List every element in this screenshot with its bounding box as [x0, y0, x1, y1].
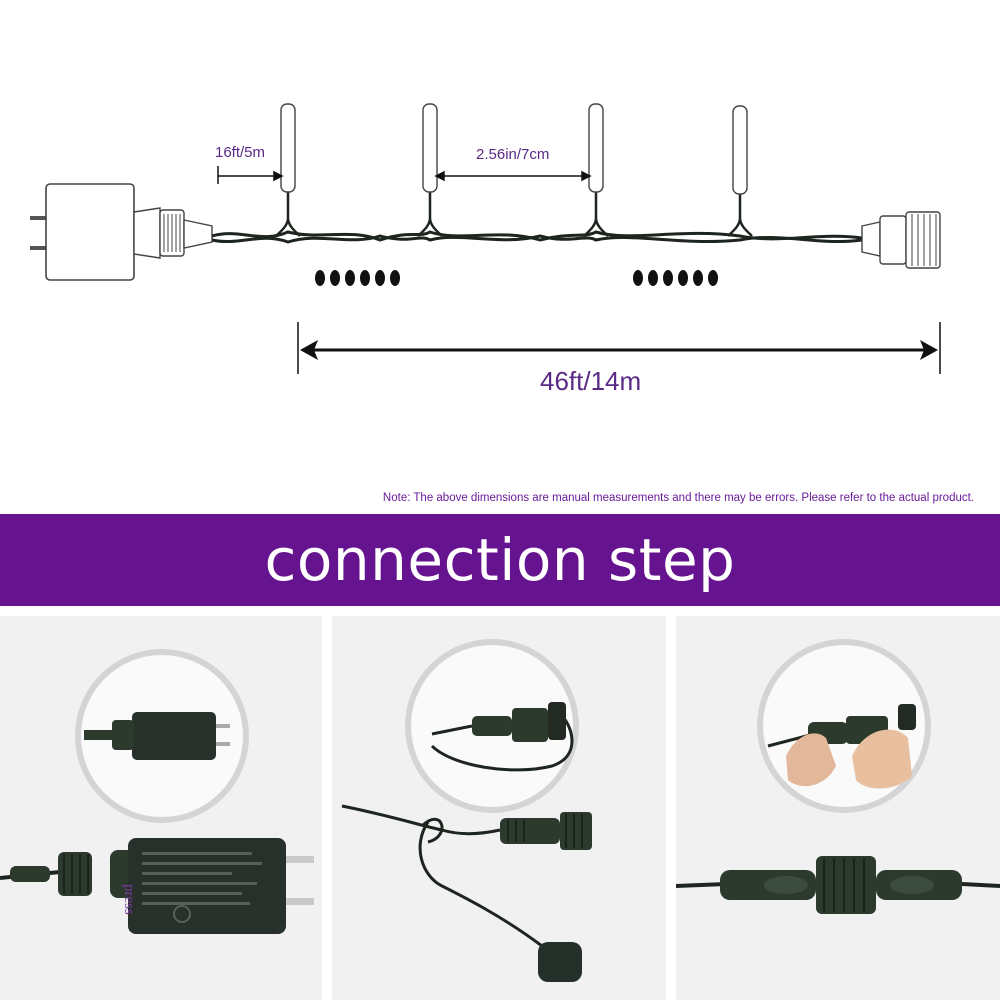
banner-title: connection step [264, 526, 736, 594]
step-2-illustration [341, 639, 592, 982]
bulb-2 [417, 103, 443, 237]
adapter-ring-1 [58, 852, 92, 896]
lead-length-label: 16ft/5m [215, 144, 266, 161]
hand-right [852, 729, 912, 789]
power-adapter [45, 183, 135, 281]
main-cable [211, 230, 863, 244]
section-banner: connection step [0, 514, 1000, 606]
ellipsis-dots-left [315, 270, 400, 286]
hand-left [786, 733, 836, 787]
plug-prong-top [30, 216, 48, 220]
step-panel-1 [0, 616, 322, 1000]
end-cap-2 [538, 942, 582, 982]
total-length-label: 46ft/14m [540, 366, 642, 396]
step-1-illustration [0, 649, 314, 934]
cable-3 [676, 882, 727, 888]
bulb-4 [727, 105, 753, 237]
plug-prong-bottom [30, 246, 48, 250]
end-connector [861, 211, 941, 269]
joined-connector-ring [816, 856, 876, 914]
string-light-drawing [30, 103, 941, 374]
measurement-note: Note: The above dimensions are manual me… [382, 492, 974, 504]
dimension-diagram: 16ft/5m 2.56in/7cm 46ft/14m Note: The ab… [30, 103, 974, 504]
bulb-pitch-label: 2.56in/7cm [476, 146, 550, 163]
total-length-arrow [297, 322, 941, 374]
zoom-connector-2 [472, 716, 512, 736]
adapter-collar [133, 207, 161, 259]
bulb-1 [275, 103, 301, 237]
bulb-3 [583, 103, 609, 237]
pitch-dimension-arrow [434, 170, 592, 182]
step-panel-3 [676, 616, 1000, 1000]
adapter-tail [183, 219, 213, 249]
step-3-illustration [676, 639, 1000, 914]
step-panel-2 [332, 616, 666, 1000]
ellipsis-dots-right [633, 270, 718, 286]
cable-2 [341, 804, 501, 836]
lead-dimension-arrow [217, 166, 284, 184]
zoom-adapter-1 [132, 712, 216, 760]
press-label: press [121, 884, 137, 915]
